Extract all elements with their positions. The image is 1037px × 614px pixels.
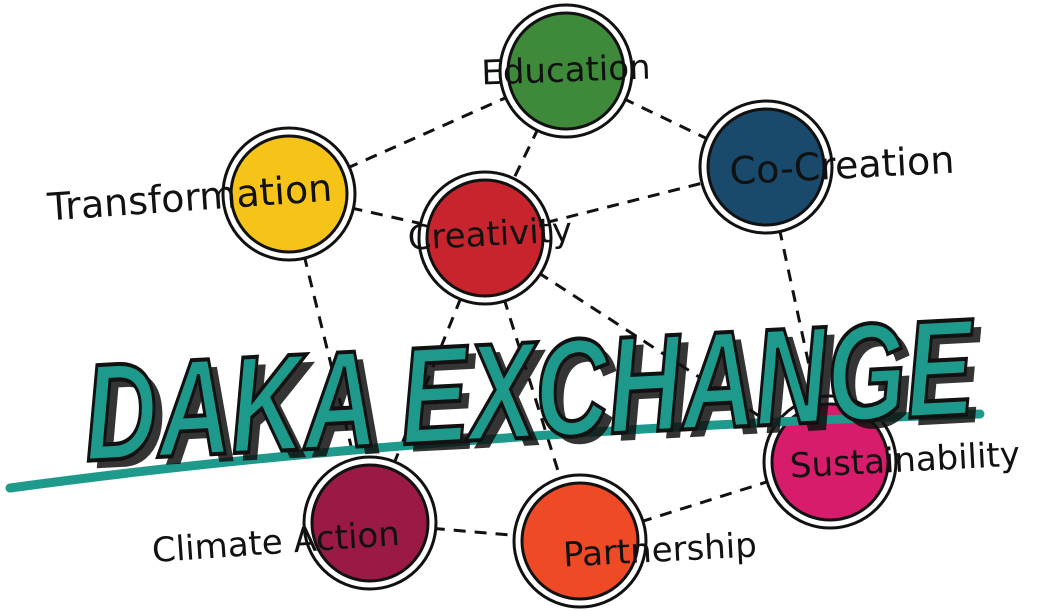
connector-education-co-creation xyxy=(565,69,767,169)
node-label-creativity: Creativity xyxy=(407,210,573,259)
node-label-education: Education xyxy=(481,48,652,94)
node-circle-sustainability xyxy=(770,402,890,522)
node-circle-creativity xyxy=(425,178,545,298)
node-circle-partnership xyxy=(520,481,640,601)
node-circle-transformation xyxy=(229,134,349,254)
node-circle-education xyxy=(506,11,626,131)
node-layer xyxy=(221,3,898,609)
node-circle-co-creation xyxy=(706,107,826,227)
title-underline xyxy=(5,409,985,493)
node-circle-climate-action xyxy=(310,463,430,583)
